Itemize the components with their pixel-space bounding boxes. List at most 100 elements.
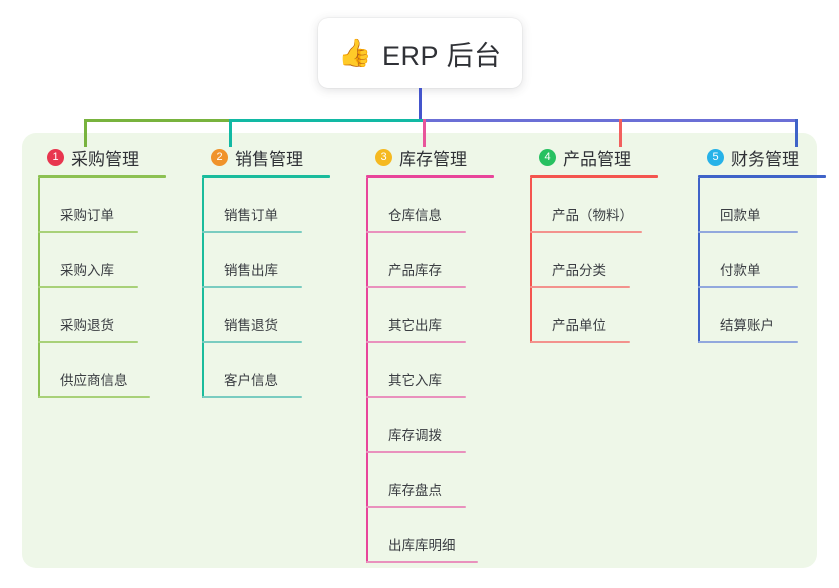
leaf-underline [38, 341, 138, 343]
leaf-label: 库存盘点 [388, 483, 442, 498]
drop-finance [795, 119, 798, 147]
root-node[interactable]: 👍 ERP 后台 [318, 18, 522, 88]
leaf-label: 其它入库 [388, 373, 442, 388]
branch-underline-5 [698, 175, 826, 178]
drop-product [619, 119, 622, 147]
leaf-node[interactable]: 结算账户 [698, 288, 839, 343]
leaf-label: 库存调拨 [388, 428, 442, 443]
leaf-node[interactable]: 产品库存 [366, 233, 518, 288]
branch-spine-4 [530, 178, 532, 343]
thumbs-up-icon: 👍 [338, 37, 373, 68]
leaf-label: 采购入库 [60, 263, 114, 278]
branch-leaf-list-2: 销售订单销售出库销售退货客户信息 [202, 178, 354, 398]
leaf-underline [366, 561, 478, 563]
leaf-node[interactable]: 库存盘点 [366, 453, 518, 508]
leaf-node[interactable]: 其它入库 [366, 343, 518, 398]
leaf-label: 采购退货 [60, 318, 114, 333]
leaf-node[interactable]: 产品单位 [530, 288, 682, 343]
leaf-node[interactable]: 采购入库 [38, 233, 190, 288]
leaf-underline [366, 451, 466, 453]
root-node-label: ERP 后台 [382, 40, 502, 71]
leaf-node[interactable]: 采购订单 [38, 178, 190, 233]
bus-segment-green [84, 119, 229, 122]
branch-spine-3 [366, 178, 368, 563]
branch-title-1: 采购管理 [71, 149, 139, 169]
leaf-underline [366, 341, 466, 343]
branch-spine-5 [698, 178, 700, 343]
branch-badge-3: 3 [375, 148, 392, 166]
leaf-node[interactable]: 客户信息 [202, 343, 354, 398]
bus-segment-purple [423, 119, 798, 122]
branch-header-3[interactable]: 3 库存管理 [358, 144, 518, 170]
branch-title-3: 库存管理 [399, 149, 467, 169]
leaf-label: 出库库明细 [388, 538, 456, 553]
leaf-underline [366, 396, 466, 398]
branch-header-2[interactable]: 2 销售管理 [194, 144, 354, 170]
branch-column-3: 3 库存管理仓库信息产品库存其它出库其它入库库存调拨库存盘点出库库明细 [358, 144, 518, 563]
leaf-underline [202, 396, 302, 398]
branch-column-2: 2 销售管理销售订单销售出库销售退货客户信息 [194, 144, 354, 398]
leaf-node[interactable]: 采购退货 [38, 288, 190, 343]
leaf-label: 销售订单 [224, 208, 278, 223]
leaf-underline [202, 341, 302, 343]
leaf-label: 客户信息 [224, 373, 278, 388]
leaf-node[interactable]: 销售订单 [202, 178, 354, 233]
leaf-node[interactable]: 出库库明细 [366, 508, 518, 563]
leaf-underline [530, 341, 630, 343]
leaf-node[interactable]: 付款单 [698, 233, 839, 288]
branch-underline-4 [530, 175, 658, 178]
leaf-node[interactable]: 仓库信息 [366, 178, 518, 233]
branch-title-2: 销售管理 [235, 149, 303, 169]
leaf-node[interactable]: 产品（物料） [530, 178, 682, 233]
leaf-label: 产品库存 [388, 263, 442, 278]
leaf-underline [530, 231, 642, 233]
branch-title-4: 产品管理 [563, 149, 631, 169]
leaf-underline [698, 286, 798, 288]
branch-leaf-list-3: 仓库信息产品库存其它出库其它入库库存调拨库存盘点出库库明细 [366, 178, 518, 563]
leaf-node[interactable]: 其它出库 [366, 288, 518, 343]
branch-leaf-list-4: 产品（物料） 产品分类产品单位 [530, 178, 682, 343]
leaf-underline [366, 231, 466, 233]
leaf-node[interactable]: 库存调拨 [366, 398, 518, 453]
branch-underline-1 [38, 175, 166, 178]
leaf-underline [38, 286, 138, 288]
leaf-node[interactable]: 回款单 [698, 178, 839, 233]
leaf-label: 销售退货 [224, 318, 278, 333]
leaf-label: 结算账户 [720, 318, 774, 333]
leaf-label: 销售出库 [224, 263, 278, 278]
branch-badge-5: 5 [707, 148, 724, 166]
root-stem-connector [419, 88, 422, 121]
drop-sales [229, 119, 232, 147]
leaf-node[interactable]: 供应商信息 [38, 343, 190, 398]
branch-leaf-list-5: 回款单付款单结算账户 [698, 178, 839, 343]
branch-underline-2 [202, 175, 330, 178]
leaf-underline [38, 396, 150, 398]
branch-badge-2: 2 [211, 148, 228, 166]
leaf-node[interactable]: 销售出库 [202, 233, 354, 288]
leaf-label: 其它出库 [388, 318, 442, 333]
leaf-node[interactable]: 销售退货 [202, 288, 354, 343]
leaf-underline [38, 231, 138, 233]
leaf-label: 付款单 [720, 263, 761, 278]
leaf-underline [202, 231, 302, 233]
leaf-label: 产品单位 [552, 318, 606, 333]
leaf-underline [698, 231, 798, 233]
leaf-underline [202, 286, 302, 288]
branch-leaf-list-1: 采购订单采购入库采购退货供应商信息 [38, 178, 190, 398]
branch-spine-1 [38, 178, 40, 398]
drop-inventory [423, 119, 426, 147]
leaf-underline [698, 341, 798, 343]
leaf-label: 产品（物料） [552, 208, 633, 223]
leaf-label: 供应商信息 [60, 373, 128, 388]
leaf-underline [366, 286, 466, 288]
leaf-label: 产品分类 [552, 263, 606, 278]
branch-spine-2 [202, 178, 204, 398]
drop-purchase [84, 119, 87, 147]
leaf-node[interactable]: 产品分类 [530, 233, 682, 288]
